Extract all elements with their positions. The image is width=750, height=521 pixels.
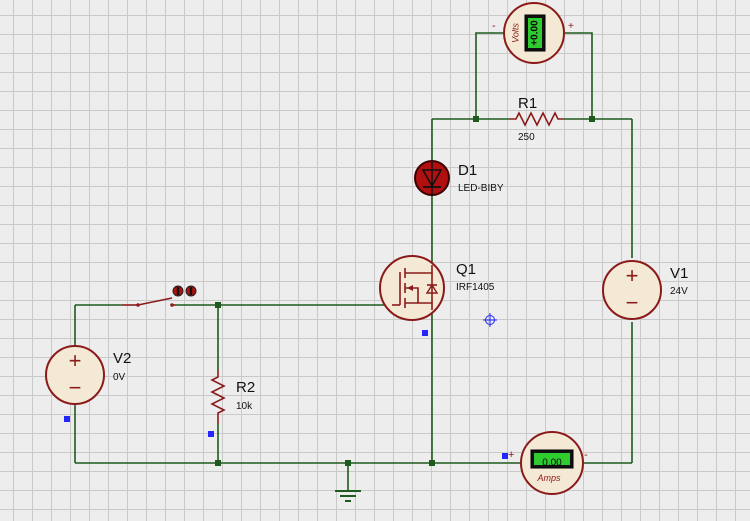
voltmeter-unit: Volts (510, 23, 520, 43)
ammeter[interactable]: 0.00 Amps + - (502, 431, 588, 495)
r2-ref: R2 (236, 379, 255, 396)
ammeter-unit: Amps (536, 473, 561, 483)
r1-ref: R1 (518, 95, 537, 112)
v2-minus-sign: − (69, 375, 82, 400)
v2-pin-marker (64, 416, 70, 422)
voltmeter[interactable]: +0.00 Volts - + (492, 2, 574, 64)
r2-value: 10k (236, 401, 253, 412)
v1-minus-sign: − (626, 290, 639, 315)
wire-voltmeter-left[interactable] (475, 32, 503, 119)
junctions (215, 116, 595, 466)
q1-value: IRF1405 (456, 282, 495, 293)
switch-sw1[interactable] (122, 285, 197, 307)
r1-value: 250 (518, 132, 535, 143)
resistor-r1[interactable]: R1 250 (510, 95, 564, 143)
d1-value: LED-BIBY (458, 183, 504, 194)
v1-plus-sign: + (626, 263, 639, 288)
wires (74, 32, 633, 490)
voltage-source-v1[interactable]: + − V1 24V (602, 260, 688, 320)
led-d1[interactable]: D1 LED-BIBY (414, 160, 504, 196)
resistor-r2[interactable]: R2 10k (208, 370, 255, 437)
junction-dot (215, 460, 221, 466)
wire-voltmeter-right[interactable] (565, 32, 593, 119)
q1-pin-marker (422, 330, 428, 336)
ammeter-reading: 0.00 (542, 458, 562, 469)
crosshair-cursor-icon (483, 313, 497, 327)
junction-dot (473, 116, 479, 122)
d1-ref: D1 (458, 162, 477, 179)
voltmeter-pos-terminal: + (568, 21, 574, 32)
ammeter-pos-terminal: + (508, 449, 514, 461)
r2-pin-marker (208, 431, 214, 437)
v2-ref: V2 (113, 350, 131, 367)
junction-dot (429, 460, 435, 466)
ammeter-pin-marker (502, 453, 508, 459)
v2-plus-sign: + (69, 348, 82, 373)
mosfet-q1[interactable]: Q1 IRF1405 (379, 255, 495, 336)
v1-value: 24V (670, 286, 688, 297)
switch-toggle-button[interactable] (172, 285, 197, 297)
v2-value: 0V (113, 372, 126, 383)
ground-symbol[interactable] (335, 490, 361, 502)
ammeter-neg-terminal: - (584, 449, 588, 461)
voltage-source-v2[interactable]: + − V2 0V (45, 345, 131, 422)
q1-ref: Q1 (456, 261, 476, 278)
junction-dot (215, 302, 221, 308)
voltmeter-reading: +0.00 (530, 20, 541, 46)
v1-ref: V1 (670, 265, 688, 282)
junction-dot (589, 116, 595, 122)
voltmeter-neg-terminal: - (492, 20, 496, 32)
junction-dot (345, 460, 351, 466)
